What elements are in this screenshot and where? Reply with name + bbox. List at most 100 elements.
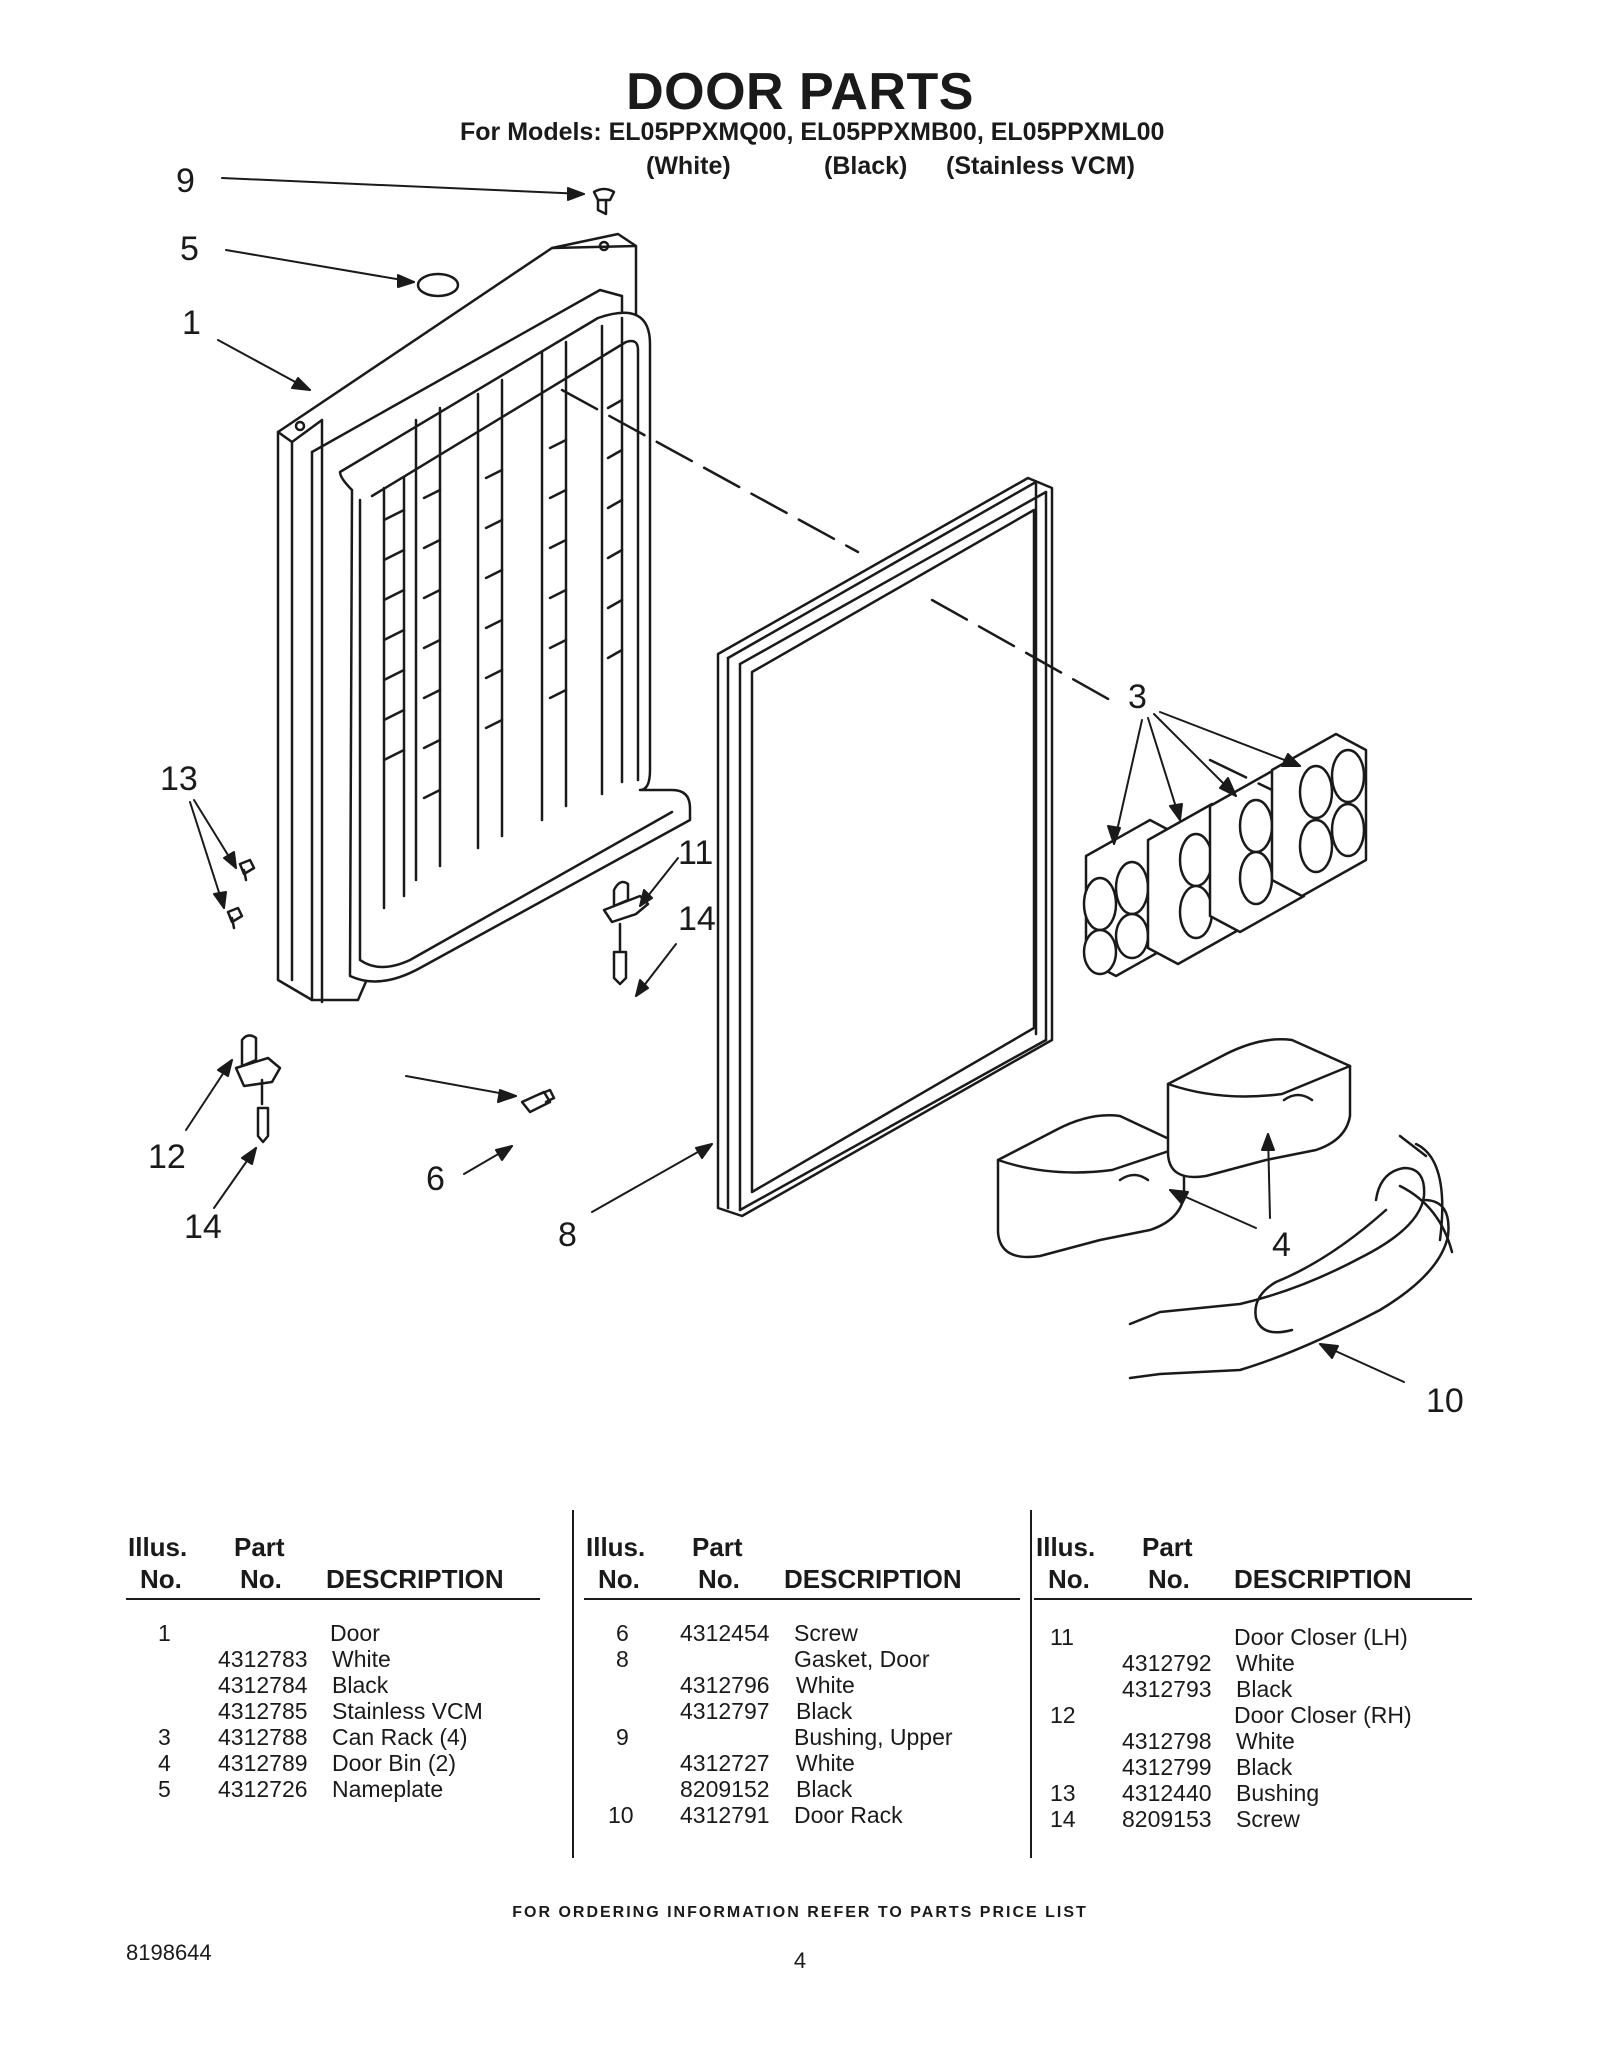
header-part-no: No.	[1148, 1564, 1190, 1594]
row-part: 4312726	[218, 1776, 308, 1802]
header-description: DESCRIPTION	[326, 1564, 504, 1594]
bushing-illustration	[226, 858, 256, 930]
header-rule	[1034, 1598, 1472, 1600]
callout-8: 8	[558, 1216, 577, 1254]
page-title: DOOR PARTS	[626, 63, 974, 121]
row-desc: Bushing	[1236, 1780, 1320, 1806]
row-illus: 3	[158, 1724, 171, 1750]
row-desc: Screw	[794, 1620, 858, 1646]
page-number: 4	[793, 1948, 807, 1973]
row-part: 4312797	[680, 1698, 770, 1724]
door-illustration	[276, 232, 692, 1004]
callout-12: 12	[148, 1138, 186, 1176]
header-part-no: No.	[240, 1564, 282, 1594]
row-desc: Screw	[1236, 1806, 1300, 1832]
callout-14-lh: 14	[678, 900, 716, 938]
row-desc: Bushing, Upper	[794, 1724, 953, 1750]
row-part: 4312783	[218, 1646, 308, 1672]
row-part: 4312440	[1122, 1780, 1212, 1806]
row-desc: White	[332, 1646, 391, 1672]
variant-label-white: (White)	[646, 152, 731, 180]
row-part: 4312792	[1122, 1650, 1212, 1676]
header-part: Part	[692, 1532, 743, 1562]
row-desc: Door Bin (2)	[332, 1750, 456, 1776]
header-part-no: No.	[698, 1564, 740, 1594]
row-desc: Door Rack	[794, 1802, 903, 1828]
row-desc: Black	[1236, 1676, 1293, 1702]
header-rule	[584, 1598, 1020, 1600]
row-desc: Black	[1236, 1754, 1293, 1780]
callout-6: 6	[426, 1160, 445, 1198]
callout-10: 10	[1426, 1382, 1464, 1420]
row-desc: Black	[796, 1776, 853, 1802]
callout-11: 11	[678, 834, 713, 872]
row-part: 4312788	[218, 1724, 308, 1750]
row-illus: 14	[1050, 1806, 1076, 1832]
header-illus: Illus.	[1036, 1532, 1096, 1562]
row-desc: Door	[330, 1620, 380, 1646]
row-desc: Black	[796, 1698, 853, 1724]
header-part: Part	[234, 1532, 285, 1562]
header-description: DESCRIPTION	[1234, 1564, 1412, 1594]
door-closer-lh-illustration	[602, 880, 650, 986]
screw-illustration	[520, 1088, 556, 1114]
models-line: For Models: EL05PPXMQ00, EL05PPXMB00, EL…	[460, 118, 1165, 146]
row-part: 8209152	[680, 1776, 770, 1802]
row-part: 4312799	[1122, 1754, 1212, 1780]
row-illus: 12	[1050, 1702, 1076, 1728]
row-desc: White	[1236, 1650, 1295, 1676]
row-illus: 5	[158, 1776, 171, 1802]
column-divider	[1030, 1510, 1032, 1858]
door-rack-illustration	[1128, 1134, 1454, 1380]
row-illus: 9	[616, 1724, 629, 1750]
header-illus: Illus.	[128, 1532, 188, 1562]
column-divider	[572, 1510, 574, 1858]
callout-14-rh: 14	[184, 1208, 222, 1246]
header-illus-no: No.	[140, 1564, 182, 1594]
row-part: 4312785	[218, 1698, 308, 1724]
row-illus: 6	[616, 1620, 629, 1646]
row-illus: 13	[1050, 1780, 1076, 1806]
callout-13: 13	[160, 760, 198, 798]
exploded-parts-diagram: 9 5 1 3 13 11 14 12 14 6 8 4 10	[148, 162, 1464, 1420]
row-desc: White	[796, 1672, 855, 1698]
row-desc: Nameplate	[332, 1776, 444, 1802]
header-illus-no: No.	[598, 1564, 640, 1594]
door-shelf-ribs	[382, 316, 624, 910]
ordering-note: FOR ORDERING INFORMATION REFER TO PARTS …	[512, 1904, 1088, 1921]
row-part: 4312793	[1122, 1676, 1212, 1702]
door-closer-rh-illustration	[234, 1034, 282, 1144]
row-part: 4312784	[218, 1672, 308, 1698]
header-part: Part	[1142, 1532, 1193, 1562]
row-part: 4312727	[680, 1750, 770, 1776]
can-rack-illustration	[1082, 732, 1368, 978]
callout-9: 9	[176, 162, 195, 200]
row-desc: Can Rack (4)	[332, 1724, 468, 1750]
row-illus: 8	[616, 1646, 629, 1672]
door-gasket-illustration	[716, 476, 1054, 1218]
header-rule	[126, 1598, 540, 1600]
header-description: DESCRIPTION	[784, 1564, 962, 1594]
row-illus: 1	[158, 1620, 171, 1646]
row-illus: 4	[158, 1750, 171, 1776]
row-illus: 11	[1050, 1624, 1074, 1650]
row-part: 4312789	[218, 1750, 308, 1776]
callout-1: 1	[182, 304, 201, 342]
row-desc: Gasket, Door	[794, 1646, 930, 1672]
row-desc: Door Closer (RH)	[1234, 1702, 1412, 1728]
callout-4: 4	[1272, 1226, 1291, 1264]
callout-5: 5	[180, 230, 199, 268]
door-bin-illustration	[996, 1038, 1352, 1259]
row-part: 4312454	[680, 1620, 770, 1646]
row-part: 8209153	[1122, 1806, 1212, 1832]
header-illus: Illus.	[586, 1532, 646, 1562]
document-number: 8198644	[126, 1940, 212, 1965]
row-illus: 10	[608, 1802, 634, 1828]
row-part: 4312798	[1122, 1728, 1212, 1754]
upper-bushing-illustration	[592, 187, 616, 216]
variant-label-stainless: (Stainless VCM)	[946, 152, 1135, 180]
row-desc: White	[796, 1750, 855, 1776]
row-desc: Door Closer (LH)	[1234, 1624, 1408, 1650]
callout-3: 3	[1128, 678, 1147, 716]
alignment-lines	[560, 388, 1274, 792]
